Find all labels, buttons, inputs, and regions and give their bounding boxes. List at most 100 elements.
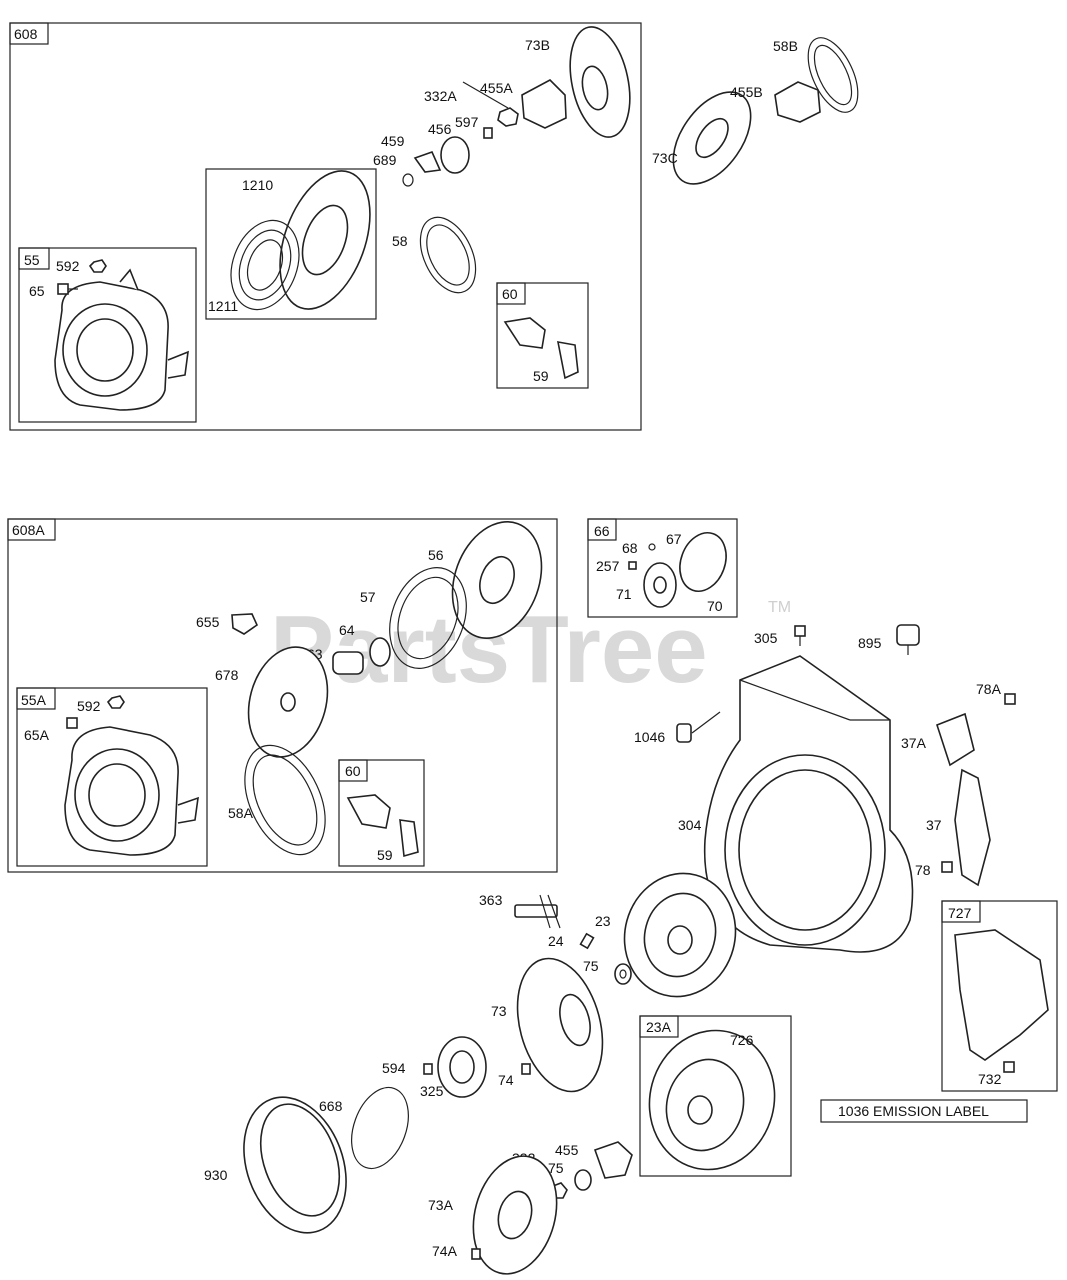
label-456: 456 [428,121,452,137]
screen-73A [472,1155,558,1275]
screw-74 [521,1063,531,1075]
label-57: 57 [360,589,376,605]
nut-332A [497,107,519,127]
label-594: 594 [382,1060,406,1076]
label-37A: 37A [901,735,927,751]
frame-60-top-label: 60 [502,286,518,302]
label-78: 78 [915,862,931,878]
pulley-56 [451,521,543,639]
frame-55 [18,247,197,423]
screen-73C [672,91,752,185]
label-305: 305 [754,630,778,646]
bracket-37 [954,768,991,887]
label-732: 732 [978,1071,1002,1087]
pulley-1210 [279,170,371,310]
screen-930 [243,1096,347,1234]
label-332A: 332A [424,88,457,104]
housing-55-part [54,268,189,411]
label-68: 68 [622,540,638,556]
housing-55A-part [64,726,199,856]
label-73A: 73A [428,1197,454,1213]
label-23: 23 [595,913,611,929]
label-59b: 59 [377,847,393,863]
label-65: 65 [29,283,45,299]
screw-74A [471,1248,481,1260]
hub-455 [593,1141,633,1179]
label-678: 678 [215,667,239,683]
nut-592b [106,695,125,709]
label-58A: 58A [228,805,254,821]
label-455: 455 [555,1142,579,1158]
label-325: 325 [420,1083,444,1099]
label-64: 64 [339,622,355,638]
label-592b: 592 [77,698,101,714]
label-58: 58 [392,233,408,249]
clip-689 [402,173,414,187]
screen-73B [569,26,631,138]
plate-678 [247,646,329,758]
label-78A: 78A [976,681,1002,697]
bolt-78 [941,861,953,873]
label-75b: 75 [548,1160,564,1176]
spring-57 [389,567,467,669]
bolt-65 [57,283,78,295]
label-668: 668 [319,1098,343,1114]
label-73C: 73C [652,150,678,166]
washer-75 [614,963,632,985]
bracket-37A [936,712,975,767]
bracket-363 [514,894,561,929]
label-71: 71 [616,586,632,602]
label-37: 37 [926,817,942,833]
screw-594 [423,1063,433,1075]
label-74A: 74A [432,1243,458,1259]
spring-58A [244,744,326,856]
label-459: 459 [381,133,405,149]
cup-64 [369,637,391,667]
flywheel-23 [623,872,737,998]
pawl-456 [413,136,470,174]
emission-label-text: 1036 EMISSION LABEL [838,1103,989,1119]
hub-455A [521,79,567,129]
screw-597 [483,127,493,139]
frame-1210 [205,168,377,320]
bolt-65A [66,717,78,729]
label-304: 304 [678,817,702,833]
label-257: 257 [596,558,620,574]
label-455B: 455B [730,84,763,100]
frame-23A [639,1015,792,1177]
frame-66-label: 66 [594,523,610,539]
label-70: 70 [707,598,723,614]
clip-655 [231,613,259,635]
blower-housing-304 [703,655,914,953]
gear-71 [643,562,677,608]
label-1211: 1211 [208,298,238,314]
bolt-78A [1004,693,1016,705]
label-655: 655 [196,614,220,630]
nut-592 [88,259,107,273]
spring-1211 [230,219,300,311]
frame-55A-label: 55A [21,692,47,708]
hub-325 [437,1036,487,1098]
switch-895 [896,624,920,655]
label-59: 59 [533,368,549,384]
label-1046: 1046 [634,729,665,745]
washer-75b [574,1169,592,1191]
spring-58B [807,37,859,113]
bolt-305 [794,625,806,646]
handle-60-bottom [346,794,419,858]
key-24 [579,932,595,950]
ring-668 [351,1086,409,1170]
label-1210: 1210 [242,177,273,193]
flywheel-23A [648,1029,776,1171]
hub-455B [774,81,821,123]
label-895: 895 [858,635,882,651]
frame-60-bottom-label: 60 [345,763,361,779]
ball-68 [648,543,656,551]
label-65A: 65A [24,727,50,743]
handle-60 [503,317,579,380]
label-74: 74 [498,1072,514,1088]
frame-23A-label: 23A [646,1019,672,1035]
label-58B: 58B [773,38,798,54]
spring-58 [419,216,477,294]
frame-727-label: 727 [948,905,972,921]
